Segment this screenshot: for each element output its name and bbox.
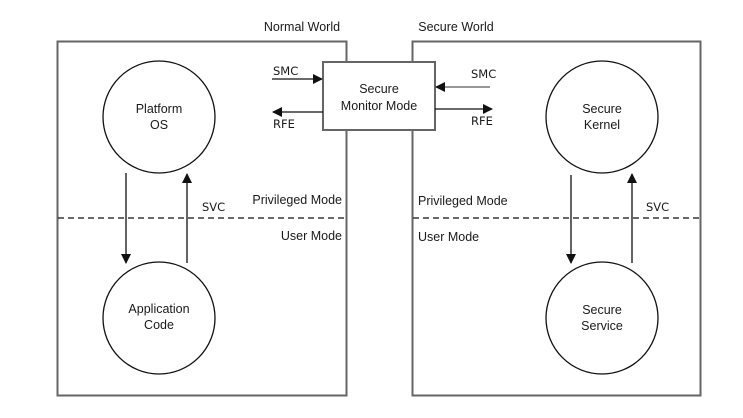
secure-world-box: [411, 40, 702, 397]
secure-kernel-line1: Secure: [582, 102, 622, 116]
normal-privileged-mode-label: Privileged Mode: [252, 193, 342, 207]
monitor-label-line1: Secure: [359, 82, 399, 96]
application-code-line2: Code: [144, 318, 174, 332]
secure-user-mode-label: User Mode: [418, 230, 479, 244]
secure-kernel-line2: Kernel: [584, 118, 620, 132]
secure-kernel-node: [545, 60, 659, 174]
normal-rfe-label: RFE: [273, 117, 295, 131]
secure-svc-label: SVC: [646, 200, 669, 214]
secure-service-line1: Secure: [582, 303, 622, 317]
monitor-label-line2: Monitor Mode: [341, 99, 417, 113]
secure-world-title: Secure World: [418, 20, 494, 34]
application-code-line1: Application: [128, 302, 189, 316]
normal-smc-label: SMC: [273, 64, 298, 78]
application-code-node: [102, 261, 216, 375]
secure-smc-label: SMC: [471, 67, 496, 81]
secure-privileged-mode-label: Privileged Mode: [418, 194, 508, 208]
normal-world-title: Normal World: [264, 20, 340, 34]
normal-svc-label: SVC: [202, 200, 225, 214]
secure-monitor-box: [322, 61, 436, 131]
platform-os-line1: Platform: [136, 102, 183, 116]
normal-world-box: [56, 40, 348, 397]
platform-os-line2: OS: [150, 118, 168, 132]
secure-rfe-label: RFE: [471, 114, 493, 128]
platform-os-node: [102, 60, 216, 174]
normal-user-mode-label: User Mode: [281, 229, 342, 243]
secure-service-line2: Service: [581, 319, 623, 333]
secure-service-node: [545, 261, 659, 375]
